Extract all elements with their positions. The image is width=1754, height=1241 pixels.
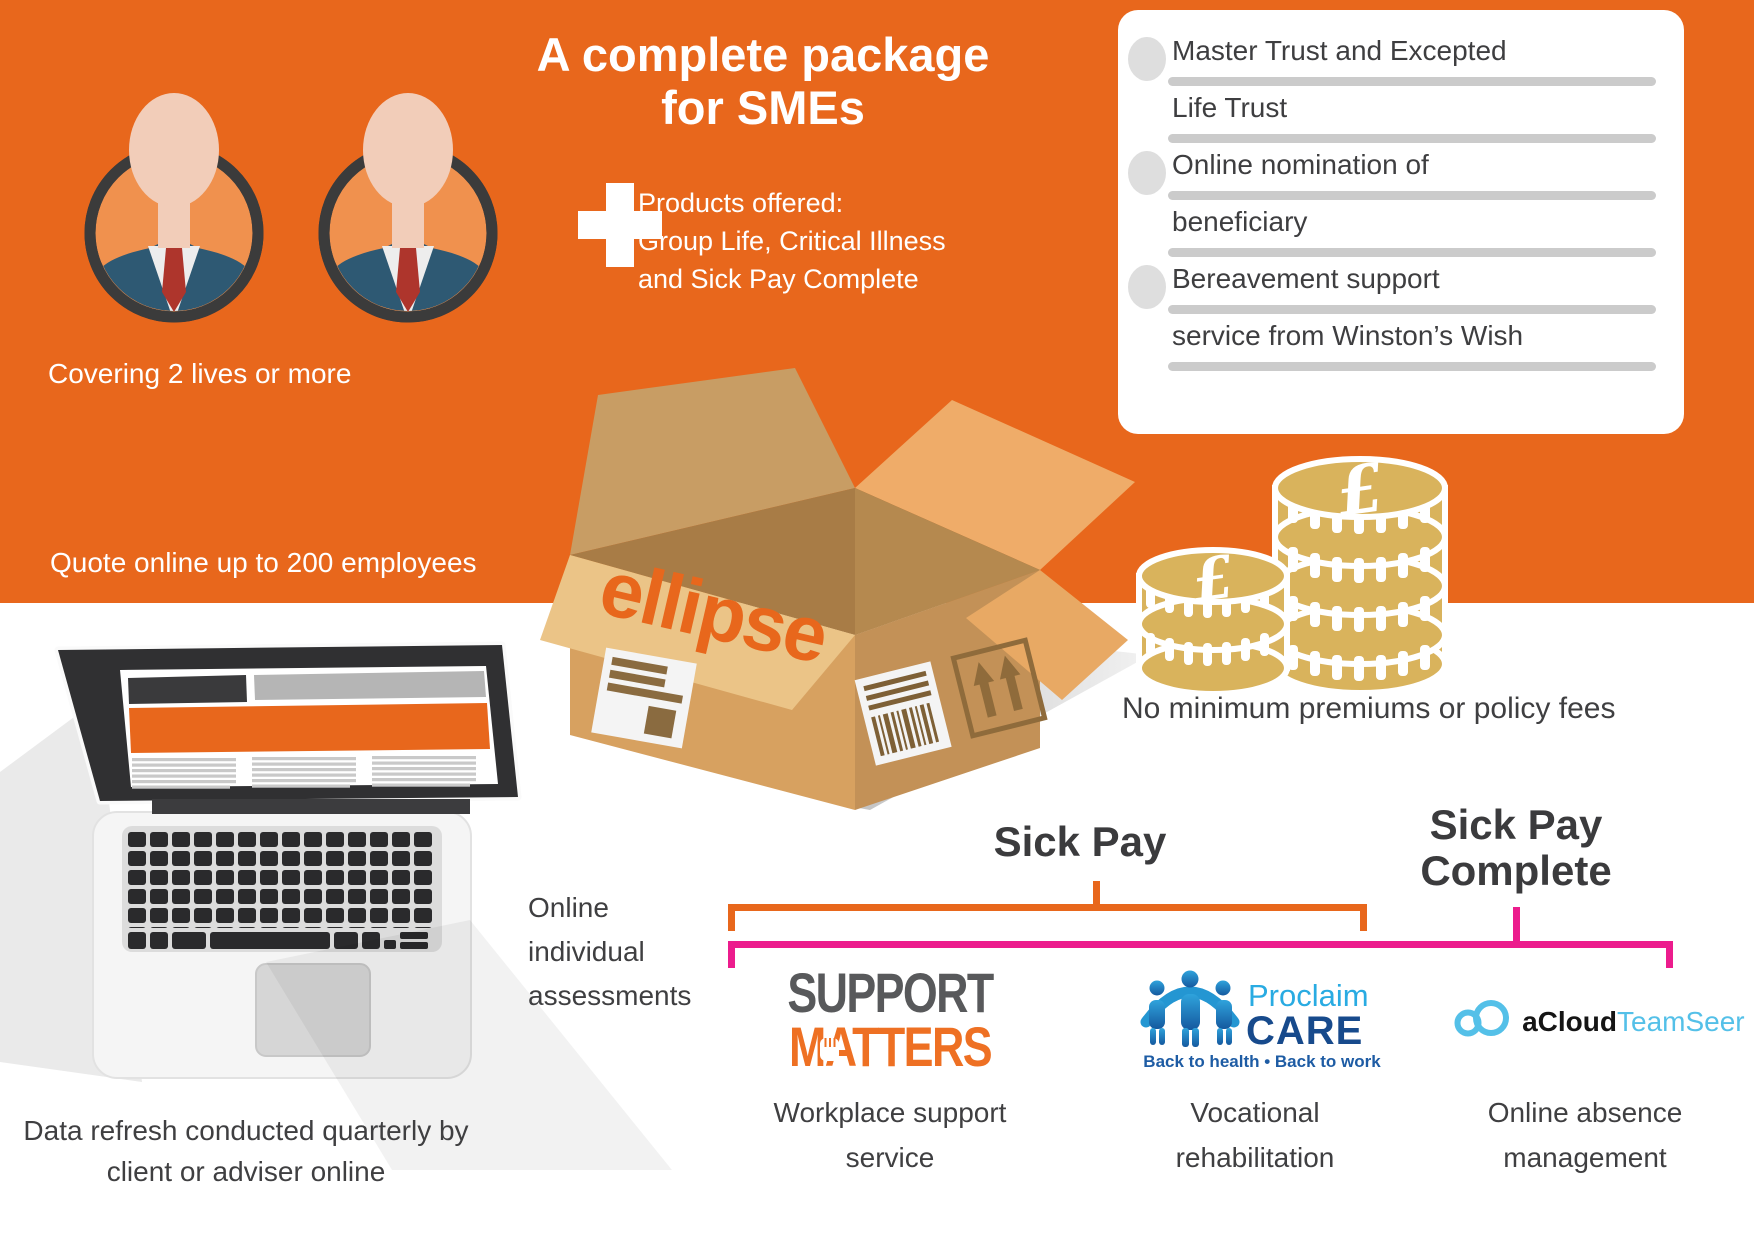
proclaim-care-logo: Proclaim CARE Back to health • Back to w…	[1140, 970, 1381, 1071]
laptop-trackpad	[255, 963, 371, 1057]
page-title-line1: A complete package	[536, 28, 990, 81]
spc-bracket-stem	[1513, 907, 1520, 948]
person-avatar-icon	[90, 93, 258, 330]
workplace-support-caption: Workplace support service	[740, 1090, 1040, 1180]
list-underline	[1168, 362, 1656, 371]
list-underline	[1168, 248, 1656, 257]
list-underline	[1168, 134, 1656, 143]
feature-line: Life Trust	[1172, 92, 1288, 123]
feature-line: beneficiary	[1172, 206, 1308, 237]
support-matters-line1: SUPPORT	[787, 961, 994, 1024]
page-title: A complete package for SMEs	[480, 28, 1046, 134]
spc-bracket-tick	[1666, 941, 1673, 968]
fist-icon	[820, 1038, 839, 1061]
coin-stack-small: £	[1136, 543, 1290, 697]
two-people-avatars-icon	[75, 80, 505, 330]
products-line2: Group Life, Critical Illness	[638, 226, 946, 256]
acloud-part1: aCloud	[1522, 1006, 1617, 1037]
list-underline	[1168, 305, 1656, 314]
bullet-icon	[1128, 265, 1166, 309]
laptop-hinge	[152, 799, 470, 814]
spc-line2: Complete	[1420, 847, 1612, 894]
bullet-icon	[1128, 37, 1166, 81]
features-panel: Master Trust and Excepted Life Trust Onl…	[1118, 10, 1684, 434]
products-line1: Products offered:	[638, 188, 844, 218]
data-refresh-line1: Data refresh conducted quarterly by	[23, 1115, 469, 1146]
spc-line1: Sick Pay	[1429, 801, 1603, 848]
data-refresh-label: Data refresh conducted quarterly by clie…	[20, 1110, 472, 1192]
pound-symbol: £	[1332, 448, 1388, 532]
caption-line: service	[845, 1142, 935, 1173]
online-assessments-line2: individual	[528, 936, 645, 967]
proclaim-tagline: Back to health • Back to work	[1143, 1052, 1381, 1071]
products-offered-text: Products offered: Group Life, Critical I…	[638, 184, 946, 298]
feature-line: service from Winston’s Wish	[1172, 320, 1524, 351]
caption-line: Online absence	[1487, 1097, 1683, 1128]
bullet-icon	[1128, 151, 1166, 195]
online-assessments-line3: assessments	[528, 980, 692, 1011]
sick-pay-bracket-stem	[1093, 881, 1100, 911]
laptop-icon	[0, 641, 672, 1170]
proclaim-name: Proclaim	[1248, 978, 1369, 1013]
acloud-teamseer-logo: aCloud TeamSeer	[1454, 1000, 1745, 1037]
caption-line: Vocational	[1190, 1097, 1320, 1128]
online-assessments-label: Online individual assessments	[528, 886, 691, 1018]
support-matters-line2: MATTERS	[789, 1015, 991, 1078]
sick-pay-heading: Sick Pay	[993, 818, 1167, 865]
person-avatar-icon	[324, 93, 492, 330]
caption-line: management	[1503, 1142, 1667, 1173]
sick-pay-bracket-tick	[1360, 904, 1367, 931]
caption-line: rehabilitation	[1175, 1142, 1335, 1173]
page-title-line2: for SMEs	[661, 81, 865, 134]
people-icon	[1140, 970, 1240, 1047]
spc-bracket	[728, 941, 1673, 948]
list-underline	[1168, 191, 1656, 200]
coins-icon: £ £	[1136, 448, 1448, 697]
laptop-keyboard	[128, 832, 436, 928]
pound-symbol: £	[1188, 543, 1237, 616]
sick-pay-complete-heading: Sick Pay Complete	[1366, 802, 1666, 894]
no-minimum-fees-label: No minimum premiums or policy fees	[1122, 692, 1616, 725]
package-box-icon: ellipse	[540, 368, 1150, 810]
covering-lives-label: Covering 2 lives or more	[48, 358, 352, 389]
feature-line: Bereavement support	[1172, 263, 1440, 294]
support-matters-logo: SUPPORT MATTERS	[787, 961, 996, 1078]
spc-bracket-tick	[728, 941, 735, 968]
proclaim-sub: CARE	[1246, 1009, 1363, 1053]
cloud-loop-icon	[1454, 1000, 1509, 1037]
caption-line: Workplace support	[773, 1097, 1007, 1128]
this-way-up-icon	[950, 637, 1048, 739]
coin-stack-large: £	[1272, 448, 1448, 696]
data-refresh-line2: client or adviser online	[106, 1156, 386, 1187]
vocational-rehab-caption: Vocational rehabilitation	[1105, 1090, 1405, 1180]
screen-orange-banner	[129, 703, 490, 753]
acloud-part2: TeamSeer	[1617, 1006, 1745, 1037]
plus-icon	[578, 211, 662, 239]
sick-pay-bracket-tick	[728, 904, 735, 931]
barcode-label-icon	[854, 661, 952, 766]
feature-line: Master Trust and Excepted	[1172, 35, 1507, 66]
feature-line: Online nomination of	[1172, 149, 1429, 180]
absence-management-caption: Online absence management	[1435, 1090, 1735, 1180]
quote-online-label: Quote online up to 200 employees	[50, 547, 477, 578]
laptop-cast-shadow	[266, 920, 672, 1170]
list-underline	[1168, 77, 1656, 86]
shipping-label-icon	[591, 647, 697, 749]
online-assessments-line1: Online	[528, 892, 609, 923]
sick-pay-bracket	[728, 904, 1367, 911]
products-line3: and Sick Pay Complete	[638, 264, 919, 294]
